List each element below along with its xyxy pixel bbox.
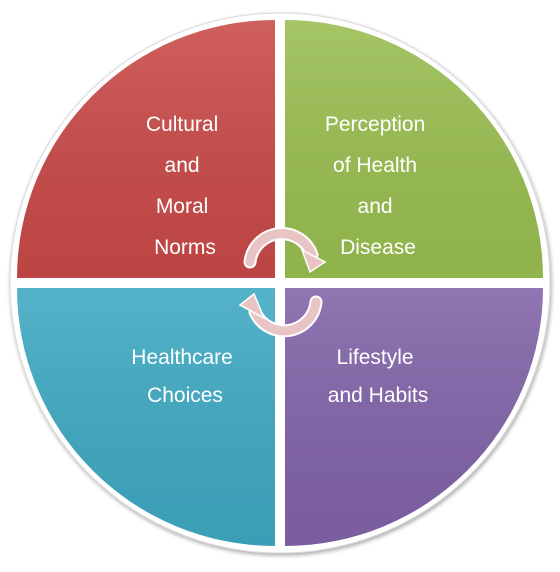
quadrant-top-left bbox=[17, 20, 275, 278]
arrow-lower-head bbox=[238, 292, 266, 320]
label-bottom-right: Lifestyle and Habits bbox=[328, 346, 428, 407]
arrow-upper bbox=[245, 229, 317, 267]
arrow-upper-head bbox=[300, 248, 327, 274]
quadrant-bottom-right bbox=[285, 288, 543, 546]
label-top-right: Perception of Health and Disease bbox=[325, 113, 431, 259]
quadrant-bottom-left bbox=[17, 288, 275, 546]
arrow-lower bbox=[250, 297, 321, 336]
outer-ring bbox=[9, 12, 551, 554]
label-top-left: Cultural and Moral Norms bbox=[146, 113, 224, 259]
label-bottom-left: Healthcare Choices bbox=[131, 346, 238, 407]
cycle-arrows-icon bbox=[238, 227, 327, 338]
